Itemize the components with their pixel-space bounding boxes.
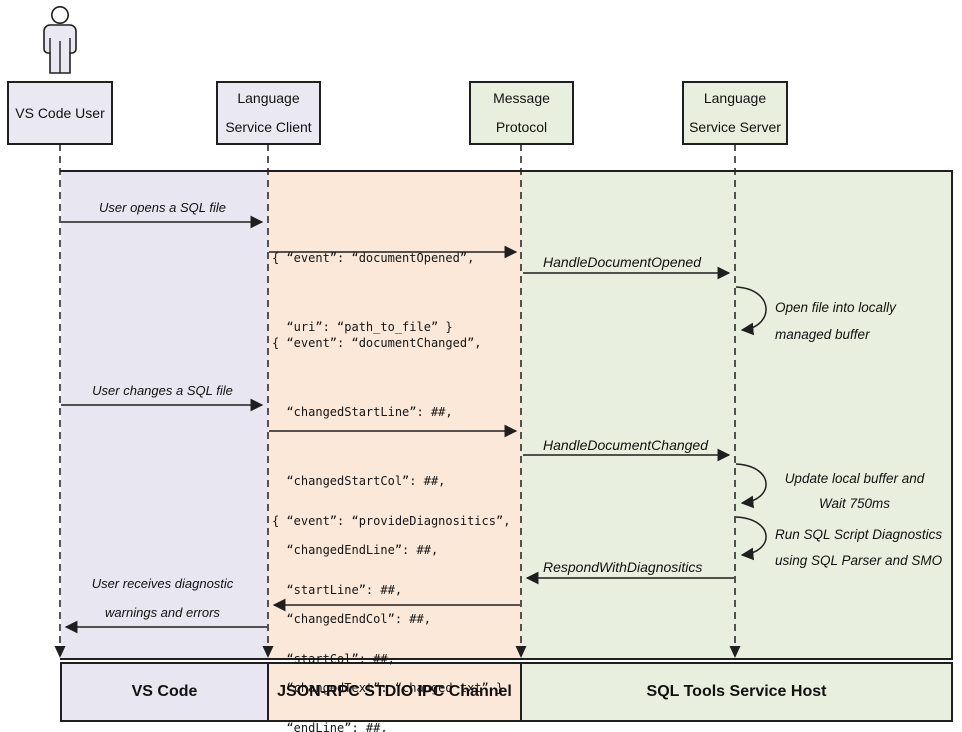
note-run-diagnostics: Run SQL Script Diagnostics using SQL Par… [775,522,942,574]
lifeline-end-arrow-user [54,646,66,658]
footer-box-ipc [267,662,522,722]
note-open-file: Open file into locally managed buffer [775,294,896,348]
payload-line: “startCol”: ##, [272,652,395,666]
lane-vscode-band [61,172,268,659]
actor-user: VS Code User [8,82,112,144]
footer-box-vscode [60,662,269,722]
loop-update-buffer [735,463,767,509]
actor-server: Language Service Server [683,82,787,144]
label-handle-document-opened: HandleDocumentOpened [543,254,701,270]
payload-document-opened: { “event”: “documentOpened”, “uri”: “pat… [272,201,474,385]
payload-line: “startLine”: ##, [272,583,403,597]
actor-server-line2: Service Server [689,119,781,135]
note-update-buffer: Update local buffer and Wait 750ms [762,466,947,516]
footer-ipc-channel: JSON-RPC STDIO IPC Channel [277,683,512,700]
label-user-receives: User receives diagnostic warnings and er… [60,569,265,627]
payload-line: { “event”: “documentChanged”, [272,336,482,350]
payload-line: “endLine”: ##, [272,721,388,732]
payload-line: “changedEndCol”: ##, [272,612,431,626]
actor-user-label: VS Code User [15,104,105,121]
note-run-diagnostics-line1: Run SQL Script Diagnostics [775,527,943,542]
payload-document-changed: { “event”: “documentChanged”, “changedSt… [272,286,503,732]
actor-client-line1: Language [237,90,300,106]
payload-line: “changedStartLine”: ##, [272,405,453,419]
footer-box-host [520,662,953,722]
lifeline-end-arrow-client [262,646,274,658]
label-user-receives-line1: User receives diagnostic [91,576,234,591]
payload-line: “changedText”: “changed txt” } [272,681,504,695]
note-update-buffer-line2: Wait 750ms [818,496,891,511]
actor-box-client [216,81,321,145]
actor-client: Language Service Client [217,82,320,144]
lane-host-band [521,172,952,659]
payload-line: “changedEndLine”: ##, [272,543,439,557]
lifeline-end-arrow-protocol [515,646,527,658]
actor-box-protocol [469,81,574,145]
payload-line: { “event”: “documentOpened”, [272,251,475,265]
note-update-buffer-line1: Update local buffer and [784,471,925,486]
note-open-file-line1: Open file into locally [775,300,896,315]
note-open-file-line2: managed buffer [775,327,870,342]
payload-line: { “event”: “provideDiagnositics”, [272,514,511,528]
label-respond-with-diagnostics: RespondWithDiagnositics [543,559,703,575]
label-user-receives-line2: warnings and errors [105,605,220,620]
payload-line: “changedStartCol”: ##, [272,474,446,488]
footer-service-host: SQL Tools Service Host [646,683,827,700]
payload-provide-diagnostics: { “event”: “provideDiagnositics”, “start… [272,464,510,732]
person-icon [43,6,77,74]
note-run-diagnostics-line2: using SQL Parser and SMO [775,553,943,568]
actor-box-server [682,81,788,145]
footer-vscode: VS Code [131,683,198,700]
actor-server-line1: Language [703,90,767,106]
label-user-opens: User opens a SQL file [99,200,226,215]
actor-protocol-line1: Message [493,90,550,106]
actor-client-line2: Service Client [225,119,312,135]
loop-run-diagnostics [735,516,767,561]
loop-open-file [735,286,767,336]
lifeline-end-arrow-server [729,646,741,658]
payload-line: “uri”: “path_to_file” } [272,320,453,334]
label-handle-document-changed: HandleDocumentChanged [543,437,708,453]
lane-ipc-band [268,172,521,659]
actor-protocol: Message Protocol [470,82,573,144]
label-user-changes: User changes a SQL file [92,383,233,398]
actor-protocol-line2: Protocol [495,119,548,135]
actor-box-user [7,81,113,145]
